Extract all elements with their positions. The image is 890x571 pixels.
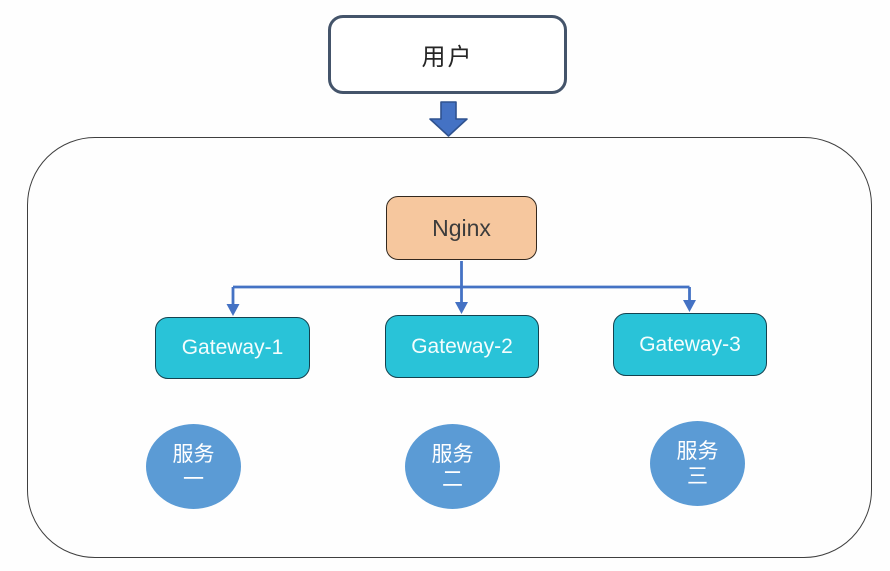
- gateway-3-label: Gateway-3: [639, 332, 741, 356]
- user-node-label: 用户: [421, 44, 474, 71]
- service-1-label-line2: 一: [183, 467, 204, 491]
- service-1-node: 服务 一: [146, 424, 241, 509]
- user-node: 用户: [328, 15, 567, 94]
- service-1-label-line1: 服务: [172, 442, 215, 466]
- gateway-1-node: Gateway-1: [155, 317, 310, 379]
- cluster-boundary: [27, 137, 872, 558]
- nginx-node-label: Nginx: [432, 214, 491, 241]
- gateway-1-label: Gateway-1: [181, 336, 284, 359]
- service-2-label-line1: 服务: [431, 442, 474, 466]
- service-2-label-line2: 二: [442, 467, 463, 491]
- nginx-node: Nginx: [386, 196, 537, 260]
- service-3-label-line2: 三: [687, 464, 708, 488]
- service-3-label-line1: 服务: [676, 439, 719, 463]
- service-2-node: 服务 二: [405, 424, 500, 509]
- gateway-3-node: Gateway-3: [613, 313, 767, 376]
- gateway-2-node: Gateway-2: [385, 315, 539, 378]
- block-arrow-down-icon: [429, 101, 468, 137]
- service-3-node: 服务 三: [650, 421, 745, 506]
- gateway-2-label: Gateway-2: [411, 334, 513, 358]
